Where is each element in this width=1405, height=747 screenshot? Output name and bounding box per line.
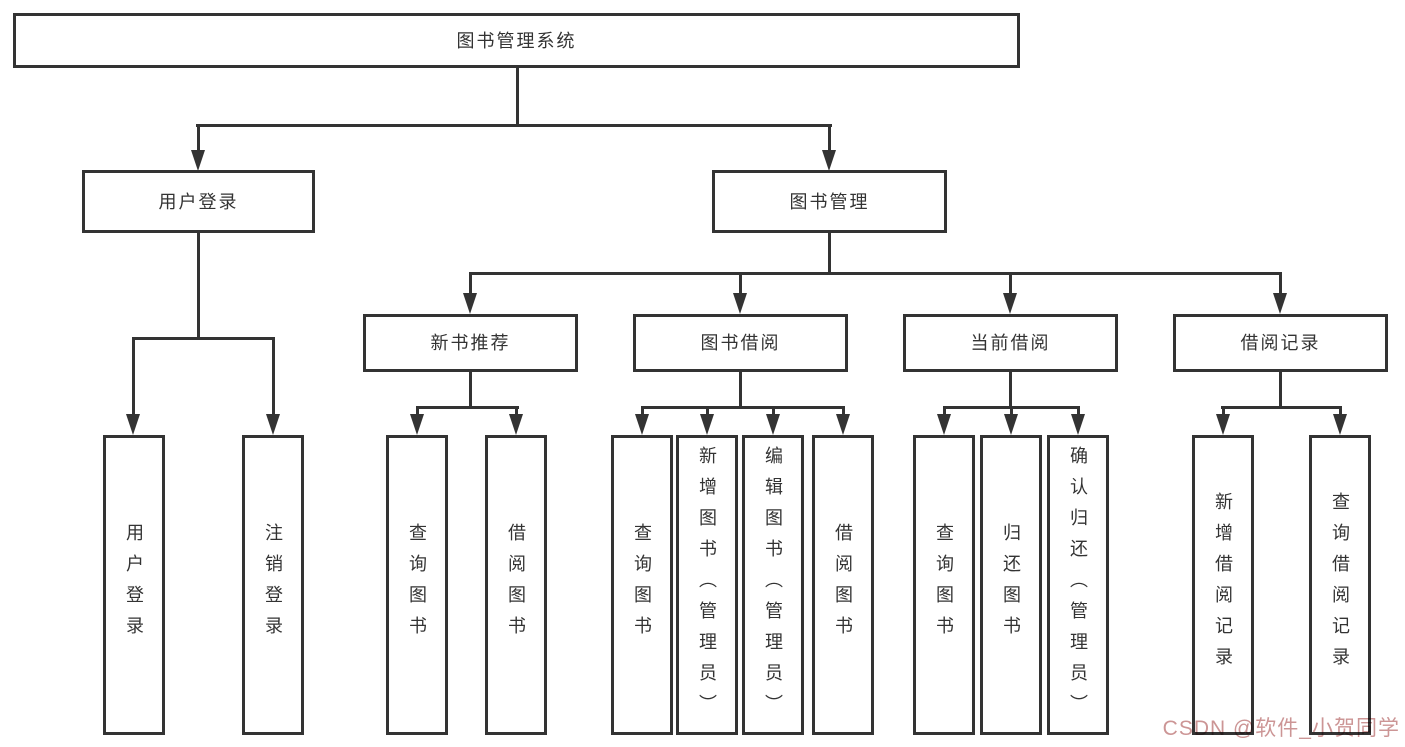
- leaf-add-books-admin: 新增图书（管理员）: [676, 435, 738, 735]
- node-current-borrowing: 当前借阅: [903, 314, 1118, 372]
- connector-records-stem: [1279, 372, 1282, 408]
- node-new-book-recommend: 新书推荐: [363, 314, 578, 372]
- connector-drop-current: [1009, 272, 1012, 297]
- node-borrow-records: 借阅记录: [1173, 314, 1388, 372]
- connector-drop-leaf: [1222, 406, 1225, 418]
- leaf-borrow-books-recommend: 借阅图书: [485, 435, 547, 735]
- arrowhead-leaf-logout: [266, 414, 280, 435]
- leaf-query-books-borrowing: 查询图书: [611, 435, 673, 735]
- connector-drop-borrowing: [739, 272, 742, 297]
- connector-drop-leaf: [515, 406, 518, 418]
- connector-drop-book-mgmt: [828, 124, 831, 154]
- connector-drop-leaf: [1077, 406, 1080, 418]
- connector-records-bus: [1221, 406, 1341, 409]
- arrowhead-leaf: [1004, 414, 1018, 435]
- connector-borrowing-stem: [739, 372, 742, 408]
- arrowhead-leaf: [635, 414, 649, 435]
- arrowhead-leaf: [937, 414, 951, 435]
- connector-drop-leaf: [842, 406, 845, 418]
- arrowhead-leaf: [700, 414, 714, 435]
- connector-drop-leaf: [416, 406, 419, 418]
- arrowhead-records: [1273, 293, 1287, 314]
- leaf-return-books: 归还图书: [980, 435, 1042, 735]
- arrowhead-leaf: [1333, 414, 1347, 435]
- node-user-login: 用户登录: [82, 170, 315, 233]
- leaf-confirm-return-admin: 确认归还（管理员）: [1047, 435, 1109, 735]
- connector-current-stem: [1009, 372, 1012, 408]
- arrowhead-leaf: [509, 414, 523, 435]
- connector-recommend-stem: [469, 372, 472, 408]
- leaf-borrow-books-borrowing: 借阅图书: [812, 435, 874, 735]
- connector-drop-leaf: [706, 406, 709, 418]
- connector-recommend-bus: [416, 406, 519, 409]
- connector-drop-leaf: [1339, 406, 1342, 418]
- arrowhead-book-mgmt: [822, 150, 836, 171]
- arrowhead-leaf-login: [126, 414, 140, 435]
- connector-drop-records: [1279, 272, 1282, 297]
- connector-drop-user-login: [197, 124, 200, 154]
- arrowhead-user-login: [191, 150, 205, 171]
- connector-userlogin-stem: [197, 233, 200, 339]
- node-book-borrowing: 图书借阅: [633, 314, 848, 372]
- leaf-query-books-recommend: 查询图书: [386, 435, 448, 735]
- connector-root-stem: [516, 68, 519, 126]
- arrowhead-recommend: [463, 293, 477, 314]
- connector-borrowing-bus: [641, 406, 844, 409]
- leaf-logout: 注销登录: [242, 435, 304, 735]
- node-library-management-system: 图书管理系统: [13, 13, 1020, 68]
- arrowhead-leaf: [1216, 414, 1230, 435]
- node-book-management: 图书管理: [712, 170, 947, 233]
- connector-root-bus: [196, 124, 832, 127]
- connector-drop-leaf: [943, 406, 946, 418]
- arrowhead-leaf: [766, 414, 780, 435]
- connector-drop-leaf: [641, 406, 644, 418]
- connector-drop-leaf: [772, 406, 775, 418]
- arrowhead-leaf: [836, 414, 850, 435]
- arrowhead-leaf: [410, 414, 424, 435]
- csdn-watermark: CSDN @软件_小贺同学: [1162, 717, 1400, 740]
- arrowhead-borrowing: [733, 293, 747, 314]
- leaf-user-login: 用户登录: [103, 435, 165, 735]
- leaf-query-books-current: 查询图书: [913, 435, 975, 735]
- connector-bookmgmt-bus: [469, 272, 1282, 275]
- connector-drop-leaf-logout: [272, 337, 275, 417]
- connector-drop-leaf: [1010, 406, 1013, 418]
- leaf-query-borrow-record: 查询借阅记录: [1309, 435, 1371, 735]
- leaf-add-borrow-record: 新增借阅记录: [1192, 435, 1254, 735]
- connector-drop-recommend: [469, 272, 472, 297]
- arrowhead-leaf: [1071, 414, 1085, 435]
- leaf-edit-books-admin: 编辑图书（管理员）: [742, 435, 804, 735]
- arrowhead-current: [1003, 293, 1017, 314]
- connector-bookmgmt-stem: [828, 233, 831, 274]
- connector-userlogin-bus: [132, 337, 275, 340]
- connector-drop-leaf-login: [132, 337, 135, 417]
